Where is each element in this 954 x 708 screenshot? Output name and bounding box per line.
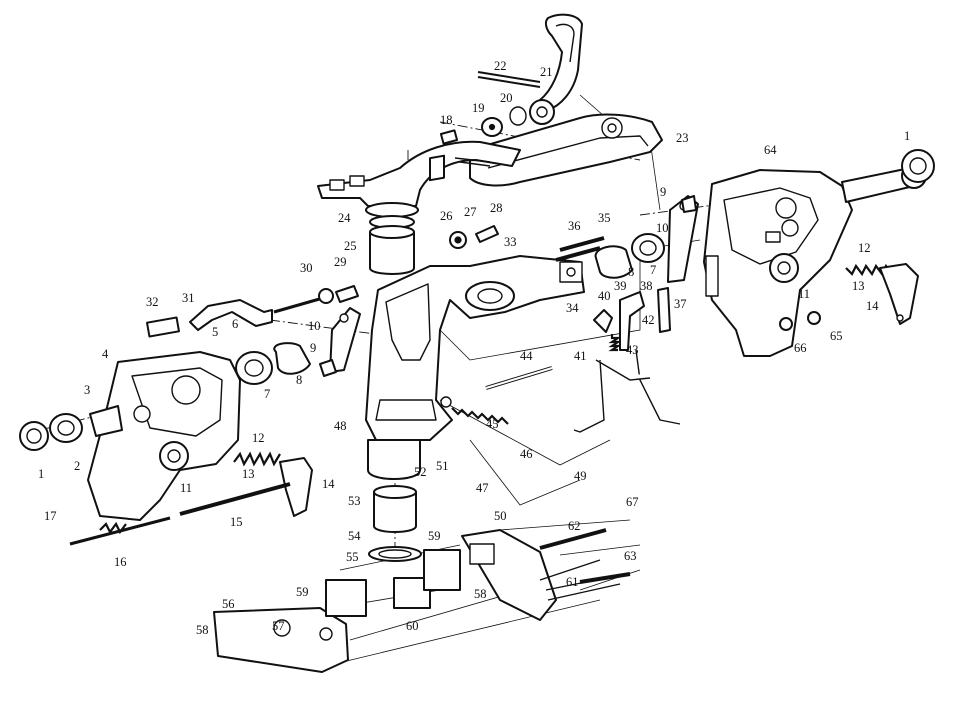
label-67: 67 <box>626 495 639 509</box>
label-33: 33 <box>504 235 517 249</box>
label-42: 42 <box>642 313 655 327</box>
label-37: 37 <box>674 297 687 311</box>
label-21: 21 <box>540 65 553 79</box>
label-16: 16 <box>114 555 127 569</box>
label-22: 22 <box>494 59 507 73</box>
label-63: 63 <box>624 549 637 563</box>
label-10-right: 10 <box>656 221 669 235</box>
tiller-bracket-23 <box>469 113 663 187</box>
label-43: 43 <box>626 343 639 357</box>
label-12-left: 12 <box>252 431 265 445</box>
label-58-left: 58 <box>196 623 209 637</box>
washer-54-ring-55 <box>368 485 422 562</box>
spring-45 <box>440 396 509 425</box>
label-15: 15 <box>230 515 243 529</box>
label-14-right: 14 <box>866 299 879 313</box>
clamp-plates-lower <box>213 528 631 673</box>
label-30: 30 <box>300 261 313 275</box>
label-65: 65 <box>830 329 843 343</box>
label-44: 44 <box>520 349 533 363</box>
label-54: 54 <box>348 529 361 543</box>
label-38: 38 <box>640 279 653 293</box>
label-55: 55 <box>346 550 359 564</box>
stern-bracket-left-4 <box>19 351 313 546</box>
link-rod-31 <box>146 285 359 338</box>
label-46: 46 <box>520 447 533 461</box>
label-13-right: 13 <box>852 279 865 293</box>
label-41: 41 <box>574 349 587 363</box>
label-7-left: 7 <box>264 387 270 401</box>
label-23: 23 <box>676 131 689 145</box>
label-9-left: 9 <box>310 341 316 355</box>
stern-bracket-right-64 <box>703 149 935 357</box>
label-3: 3 <box>84 383 90 397</box>
label-58-right: 58 <box>474 587 487 601</box>
small-bolts-26-28 <box>429 154 499 249</box>
label-52: 52 <box>414 465 427 479</box>
label-48: 48 <box>334 419 347 433</box>
tilt-pin-44 <box>485 366 553 390</box>
label-59-left: 59 <box>296 585 309 599</box>
label-26: 26 <box>440 209 453 223</box>
label-4: 4 <box>102 347 109 361</box>
label-51: 51 <box>436 459 449 473</box>
label-6: 6 <box>232 317 238 331</box>
tilt-lock-linkage <box>573 287 681 433</box>
label-64: 64 <box>764 143 777 157</box>
bushing-25 <box>369 215 415 275</box>
label-53: 53 <box>348 494 361 508</box>
label-7-right: 7 <box>650 263 656 277</box>
label-59-right: 59 <box>428 529 441 543</box>
bushings-7-8 <box>235 233 665 385</box>
label-11-left: 11 <box>180 481 192 495</box>
label-9-right: 9 <box>660 185 666 199</box>
label-45: 45 <box>486 417 499 431</box>
label-8-left: 8 <box>296 373 302 387</box>
label-18: 18 <box>440 113 453 127</box>
label-20: 20 <box>500 91 513 105</box>
label-57: 57 <box>272 619 285 633</box>
label-32: 32 <box>146 295 159 309</box>
label-39: 39 <box>614 279 627 293</box>
label-17: 17 <box>44 509 57 523</box>
label-19: 19 <box>472 101 485 115</box>
label-29: 29 <box>334 255 347 269</box>
small-parts-top <box>439 71 555 145</box>
tiller-handle-21 <box>539 13 583 111</box>
label-14-left: 14 <box>322 477 335 491</box>
callout-labels: 1 1 2 3 4 5 6 7 7 8 8 9 9 10 10 11 11 12… <box>38 59 910 637</box>
label-62: 62 <box>568 519 581 533</box>
label-8-right: 8 <box>628 265 634 279</box>
label-66: 66 <box>794 341 807 355</box>
label-27: 27 <box>464 205 477 219</box>
label-34: 34 <box>566 301 579 315</box>
label-12-right: 12 <box>858 241 871 255</box>
label-1-left: 1 <box>38 467 44 481</box>
label-60: 60 <box>406 619 419 633</box>
label-49: 49 <box>574 469 587 483</box>
swivel-bracket-center <box>365 255 585 480</box>
label-40: 40 <box>598 289 611 303</box>
label-50: 50 <box>494 509 507 523</box>
label-11-right: 11 <box>798 287 810 301</box>
label-28: 28 <box>490 201 503 215</box>
label-2: 2 <box>74 459 80 473</box>
label-56: 56 <box>222 597 235 611</box>
label-13-left: 13 <box>242 467 255 481</box>
label-10-left: 10 <box>308 319 321 333</box>
label-47: 47 <box>476 481 489 495</box>
label-5: 5 <box>212 325 218 339</box>
label-24: 24 <box>338 211 351 225</box>
label-1-right: 1 <box>904 129 910 143</box>
label-31: 31 <box>182 291 195 305</box>
levers-9-10 <box>319 195 699 377</box>
label-36: 36 <box>568 219 581 233</box>
label-35: 35 <box>598 211 611 225</box>
bolts-35-36 <box>555 236 605 262</box>
label-25: 25 <box>344 239 357 253</box>
label-61: 61 <box>566 575 579 589</box>
